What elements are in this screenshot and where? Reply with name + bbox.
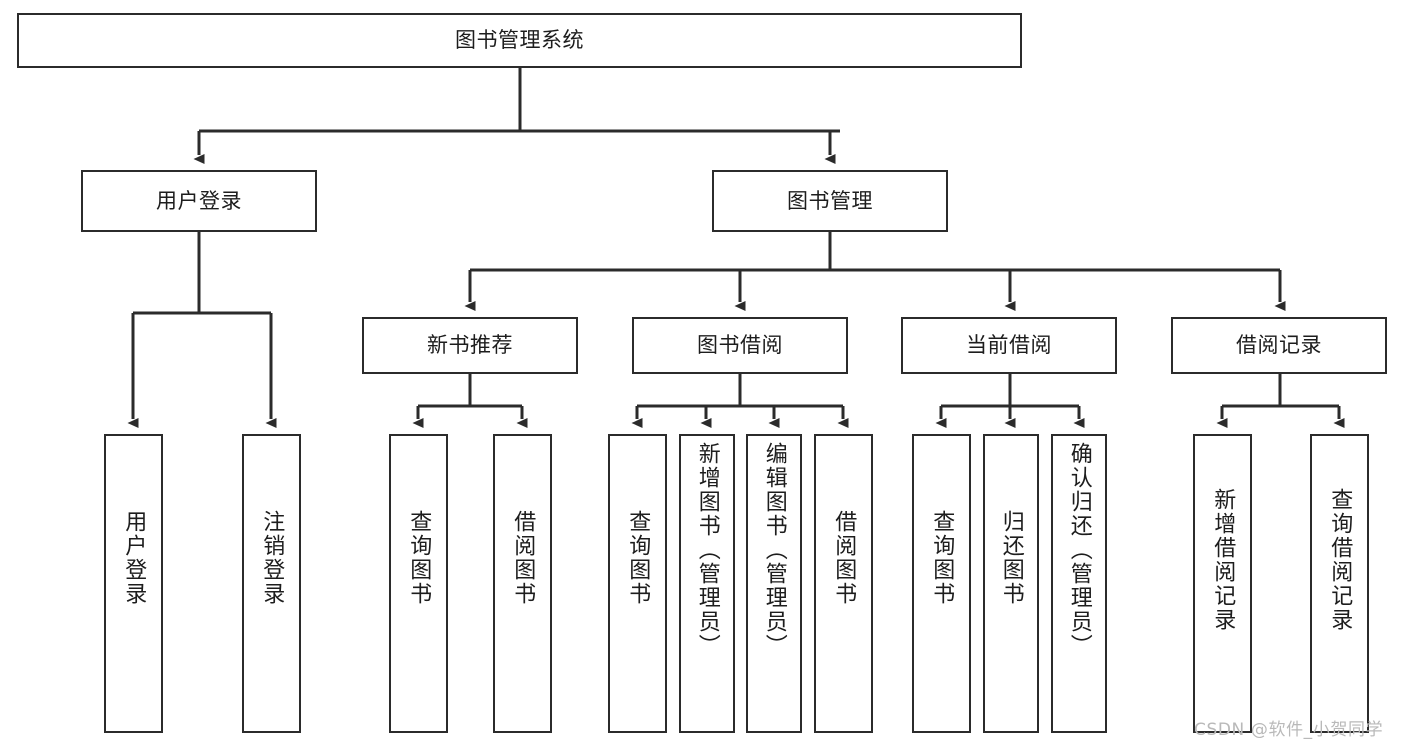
node-leaf-edit-book-label: 编辑图书（管理员） bbox=[761, 442, 787, 658]
node-new-book-rec-label: 新书推荐 bbox=[427, 333, 513, 358]
node-user-login[interactable]: 用户登录 bbox=[81, 170, 317, 232]
node-borrow-record-label: 借阅记录 bbox=[1236, 333, 1322, 358]
node-leaf-confirm-return[interactable]: 确认归还（管理员） bbox=[1051, 434, 1107, 733]
node-current-borrow-label: 当前借阅 bbox=[966, 333, 1052, 358]
node-leaf-user-logout-label: 注销登录 bbox=[259, 510, 285, 606]
node-book-manage-label: 图书管理 bbox=[787, 188, 873, 213]
node-leaf-query-record[interactable]: 查询借阅记录 bbox=[1310, 434, 1369, 733]
node-leaf-borrow-book-2[interactable]: 借阅图书 bbox=[814, 434, 873, 733]
node-leaf-borrow-book-2-label: 借阅图书 bbox=[831, 510, 857, 606]
node-leaf-add-book[interactable]: 新增图书（管理员） bbox=[679, 434, 735, 733]
node-root[interactable]: 图书管理系统 bbox=[17, 13, 1022, 68]
node-leaf-query-record-label: 查询借阅记录 bbox=[1327, 488, 1353, 632]
node-leaf-user-login[interactable]: 用户登录 bbox=[104, 434, 163, 733]
node-leaf-edit-book[interactable]: 编辑图书（管理员） bbox=[746, 434, 802, 733]
node-new-book-rec[interactable]: 新书推荐 bbox=[362, 317, 578, 374]
node-leaf-query-book-1-label: 查询图书 bbox=[406, 510, 432, 606]
node-leaf-borrow-book-1-label: 借阅图书 bbox=[510, 510, 536, 606]
node-leaf-query-book-2-label: 查询图书 bbox=[625, 510, 651, 606]
node-root-label: 图书管理系统 bbox=[455, 28, 584, 53]
node-leaf-borrow-book-1[interactable]: 借阅图书 bbox=[493, 434, 552, 733]
node-leaf-query-book-3-label: 查询图书 bbox=[929, 510, 955, 606]
node-borrow-record[interactable]: 借阅记录 bbox=[1171, 317, 1387, 374]
node-leaf-return-book[interactable]: 归还图书 bbox=[983, 434, 1039, 733]
node-leaf-user-login-label: 用户登录 bbox=[121, 510, 147, 606]
node-book-borrow-label: 图书借阅 bbox=[697, 333, 783, 358]
node-leaf-user-logout[interactable]: 注销登录 bbox=[242, 434, 301, 733]
node-leaf-confirm-return-label: 确认归还（管理员） bbox=[1066, 442, 1092, 658]
node-book-manage[interactable]: 图书管理 bbox=[712, 170, 948, 232]
node-current-borrow[interactable]: 当前借阅 bbox=[901, 317, 1117, 374]
node-leaf-add-record-label: 新增借阅记录 bbox=[1210, 488, 1236, 632]
node-leaf-query-book-1[interactable]: 查询图书 bbox=[389, 434, 448, 733]
node-leaf-return-book-label: 归还图书 bbox=[998, 510, 1024, 606]
node-leaf-add-record[interactable]: 新增借阅记录 bbox=[1193, 434, 1252, 733]
node-leaf-add-book-label: 新增图书（管理员） bbox=[694, 442, 720, 658]
node-user-login-label: 用户登录 bbox=[156, 188, 242, 213]
node-leaf-query-book-3[interactable]: 查询图书 bbox=[912, 434, 971, 733]
watermark: CSDN @软件_小贺同学 bbox=[1194, 720, 1384, 740]
node-leaf-query-book-2[interactable]: 查询图书 bbox=[608, 434, 667, 733]
node-book-borrow[interactable]: 图书借阅 bbox=[632, 317, 848, 374]
